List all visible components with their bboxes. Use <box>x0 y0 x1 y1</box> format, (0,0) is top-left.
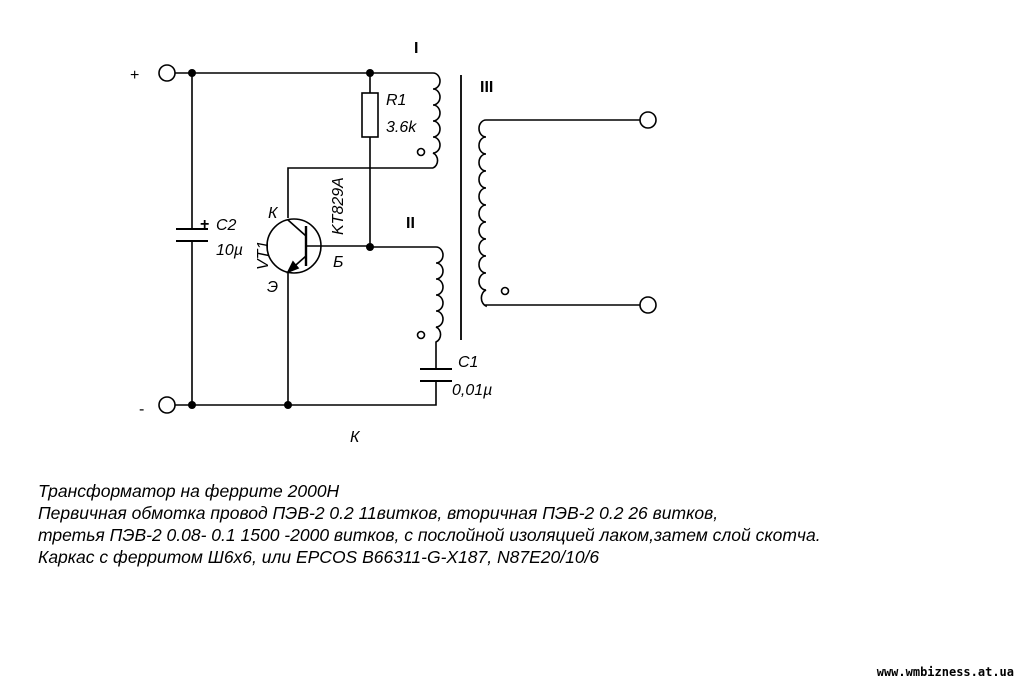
positive-terminal <box>158 64 176 82</box>
watermark: www.wmbizness.at.ua <box>876 665 1014 679</box>
winding-3-label: III <box>480 79 493 96</box>
junction-dot <box>366 69 374 77</box>
emitter-label: Э <box>267 279 278 296</box>
c2-polarity: + <box>200 216 209 233</box>
vt1-leads <box>287 219 370 273</box>
junction-dot <box>284 401 292 409</box>
r1-value: 3.6k <box>386 119 417 136</box>
circuit-schematic: + - I III II R1 3.6k + C2 10µ C1 0,01µ К… <box>130 40 657 446</box>
junction-dot <box>188 69 196 77</box>
note-line: Первичная обмотка провод ПЭВ-2 0.2 11вит… <box>38 503 719 523</box>
negative-rail <box>175 381 437 406</box>
r1-resistor <box>361 92 379 138</box>
collector-lead <box>287 167 433 218</box>
winding-3-coil <box>478 119 642 308</box>
vt1-name: VT1 <box>255 241 272 270</box>
emitter-arrow <box>286 260 300 274</box>
junction-dot <box>188 401 196 409</box>
winding-1-coil <box>432 72 441 169</box>
note-line: третья ПЭВ-2 0.08- 0.1 1500 -2000 витков… <box>38 525 821 545</box>
note-line: Каркас с ферритом Ш6х6, или EPCOS B66311… <box>38 547 600 567</box>
winding-1-dot <box>416 147 426 157</box>
c1-capacitor <box>420 368 452 382</box>
bottom-label: К <box>350 429 361 446</box>
c1-name: C1 <box>458 354 478 371</box>
winding-3-dot <box>500 286 510 296</box>
note-line: Трансформатор на феррите 2000Н <box>38 481 340 501</box>
winding-2-coil <box>435 246 444 369</box>
r1-name: R1 <box>386 92 406 109</box>
winding-2-label: II <box>406 215 415 232</box>
c1-value: 0,01µ <box>452 382 492 399</box>
winding-2-dot <box>416 330 426 340</box>
minus-label: - <box>139 401 144 418</box>
vt1-type: KT829A <box>330 177 347 235</box>
transformer-notes: Трансформатор на феррите 2000Н Первичная… <box>38 480 998 568</box>
plus-label: + <box>130 67 139 84</box>
c2-name: C2 <box>216 217 237 234</box>
negative-terminal <box>158 396 176 414</box>
output-terminal-bottom <box>639 296 657 314</box>
winding-1-label: I <box>414 40 418 57</box>
junction-dot <box>366 243 374 251</box>
c2-value: 10µ <box>216 242 243 259</box>
c2-capacitor <box>176 228 208 242</box>
output-terminal-top <box>639 111 657 129</box>
base-label: Б <box>333 254 343 271</box>
collector-label: К <box>268 205 279 222</box>
